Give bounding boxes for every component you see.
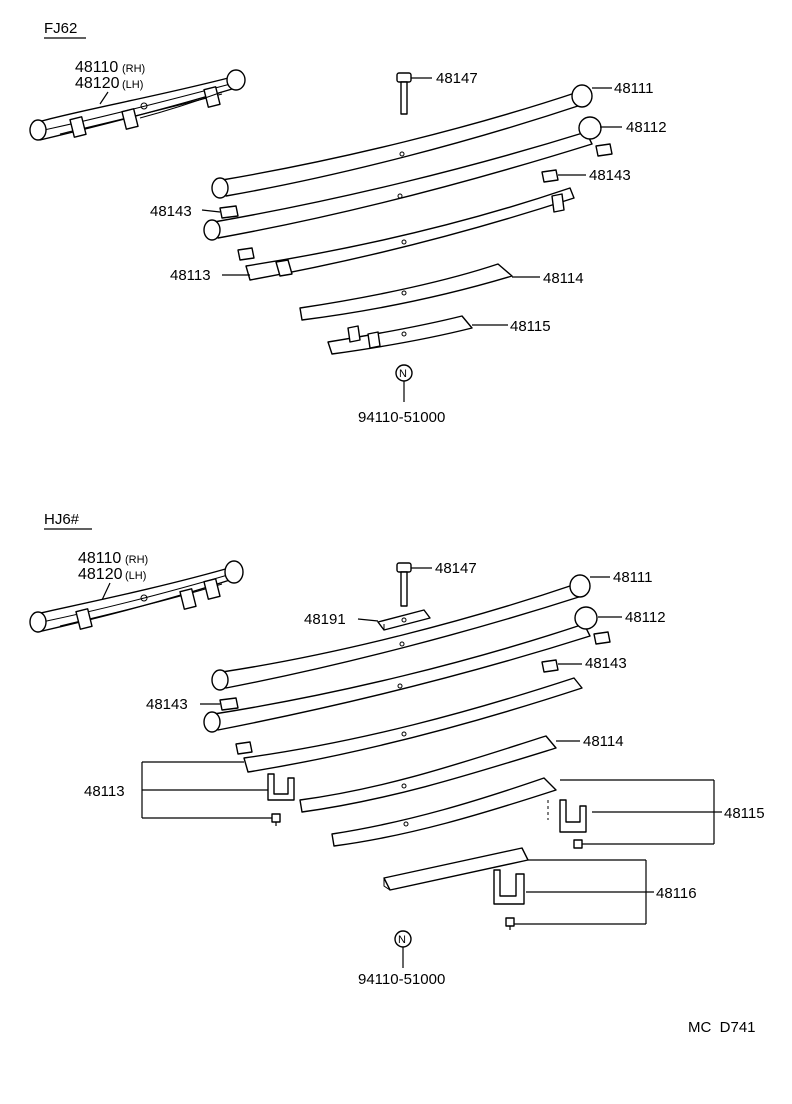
main-leaf: 48111: [211, 569, 653, 691]
label-48111: 48111: [613, 569, 653, 586]
label-94110-51000: 94110-51000: [358, 971, 445, 988]
section-title-hj6: HJ6#: [44, 511, 80, 528]
label-48112: 48112: [625, 609, 666, 626]
label-48143-right: 48143: [585, 655, 627, 672]
rebound-pads: 48143 48143: [150, 143, 631, 261]
clip-bottom: 48116: [383, 847, 697, 930]
label-48113: 48113: [170, 267, 211, 284]
assembly-rh-side: (RH): [122, 63, 145, 75]
nut-symbol: N: [398, 934, 406, 946]
spring-assembly-drawing: [29, 69, 246, 141]
assembly-rh-number: 48110: [75, 59, 118, 76]
label-48143-left: 48143: [150, 203, 192, 220]
label-48116: 48116: [656, 885, 697, 902]
assembly-label-hj6: 48110 (RH) 48120 (LH): [78, 550, 148, 601]
second-leaf: 48112: [203, 606, 666, 733]
label-48115: 48115: [724, 805, 765, 822]
section-fj62: FJ62 48110 (RH) 48120 (LH): [29, 20, 667, 426]
assembly-lh-side: (LH): [125, 570, 146, 582]
spring-assembly-drawing: [29, 560, 244, 633]
center-bolt: 48147: [396, 560, 477, 607]
label-48143-right: 48143: [589, 167, 631, 184]
main-leaf: 48111: [211, 80, 654, 199]
clip-right: 48115: [547, 779, 765, 849]
clip-left: 48113: [84, 761, 295, 826]
center-plate: 48191: [304, 609, 431, 631]
rebound-pads: 48143 48143: [146, 631, 627, 755]
label-48114: 48114: [543, 270, 584, 287]
nut-reference: N 94110-51000: [358, 364, 445, 426]
fifth-leaf: [331, 777, 557, 847]
label-94110-51000: 94110-51000: [358, 409, 445, 426]
label-48112: 48112: [626, 119, 667, 136]
second-leaf: 48112: [203, 116, 667, 241]
third-leaf: 48113: [170, 187, 575, 284]
label-48147: 48147: [436, 70, 478, 87]
section-hj6: HJ6# 48110 (RH) 48120 (LH) 48147: [29, 511, 765, 988]
assembly-lh-number: 48120: [78, 566, 123, 583]
assembly-rh-number: 48110: [78, 550, 121, 567]
nut-reference: N 94110-51000: [358, 930, 445, 988]
label-48114: 48114: [583, 733, 624, 750]
fifth-leaf: 48115: [327, 315, 551, 355]
label-48191: 48191: [304, 611, 346, 628]
label-48143-left: 48143: [146, 696, 188, 713]
label-48111: 48111: [614, 80, 654, 97]
assembly-label-fj62: 48110 (RH) 48120 (LH): [75, 59, 145, 105]
label-48115: 48115: [510, 318, 551, 335]
label-48113: 48113: [84, 783, 125, 800]
label-48147: 48147: [435, 560, 477, 577]
assembly-lh-number: 48120: [75, 75, 120, 92]
center-bolt: 48147: [396, 70, 478, 115]
fourth-leaf: 48114: [299, 733, 624, 813]
assembly-rh-side: (RH): [125, 554, 148, 566]
assembly-lh-side: (LH): [122, 79, 143, 91]
figure-code: MC D741: [688, 1019, 756, 1036]
third-leaf: [243, 677, 583, 773]
section-title-fj62: FJ62: [44, 20, 77, 37]
nut-symbol: N: [399, 368, 407, 380]
fourth-leaf: 48114: [299, 263, 584, 321]
